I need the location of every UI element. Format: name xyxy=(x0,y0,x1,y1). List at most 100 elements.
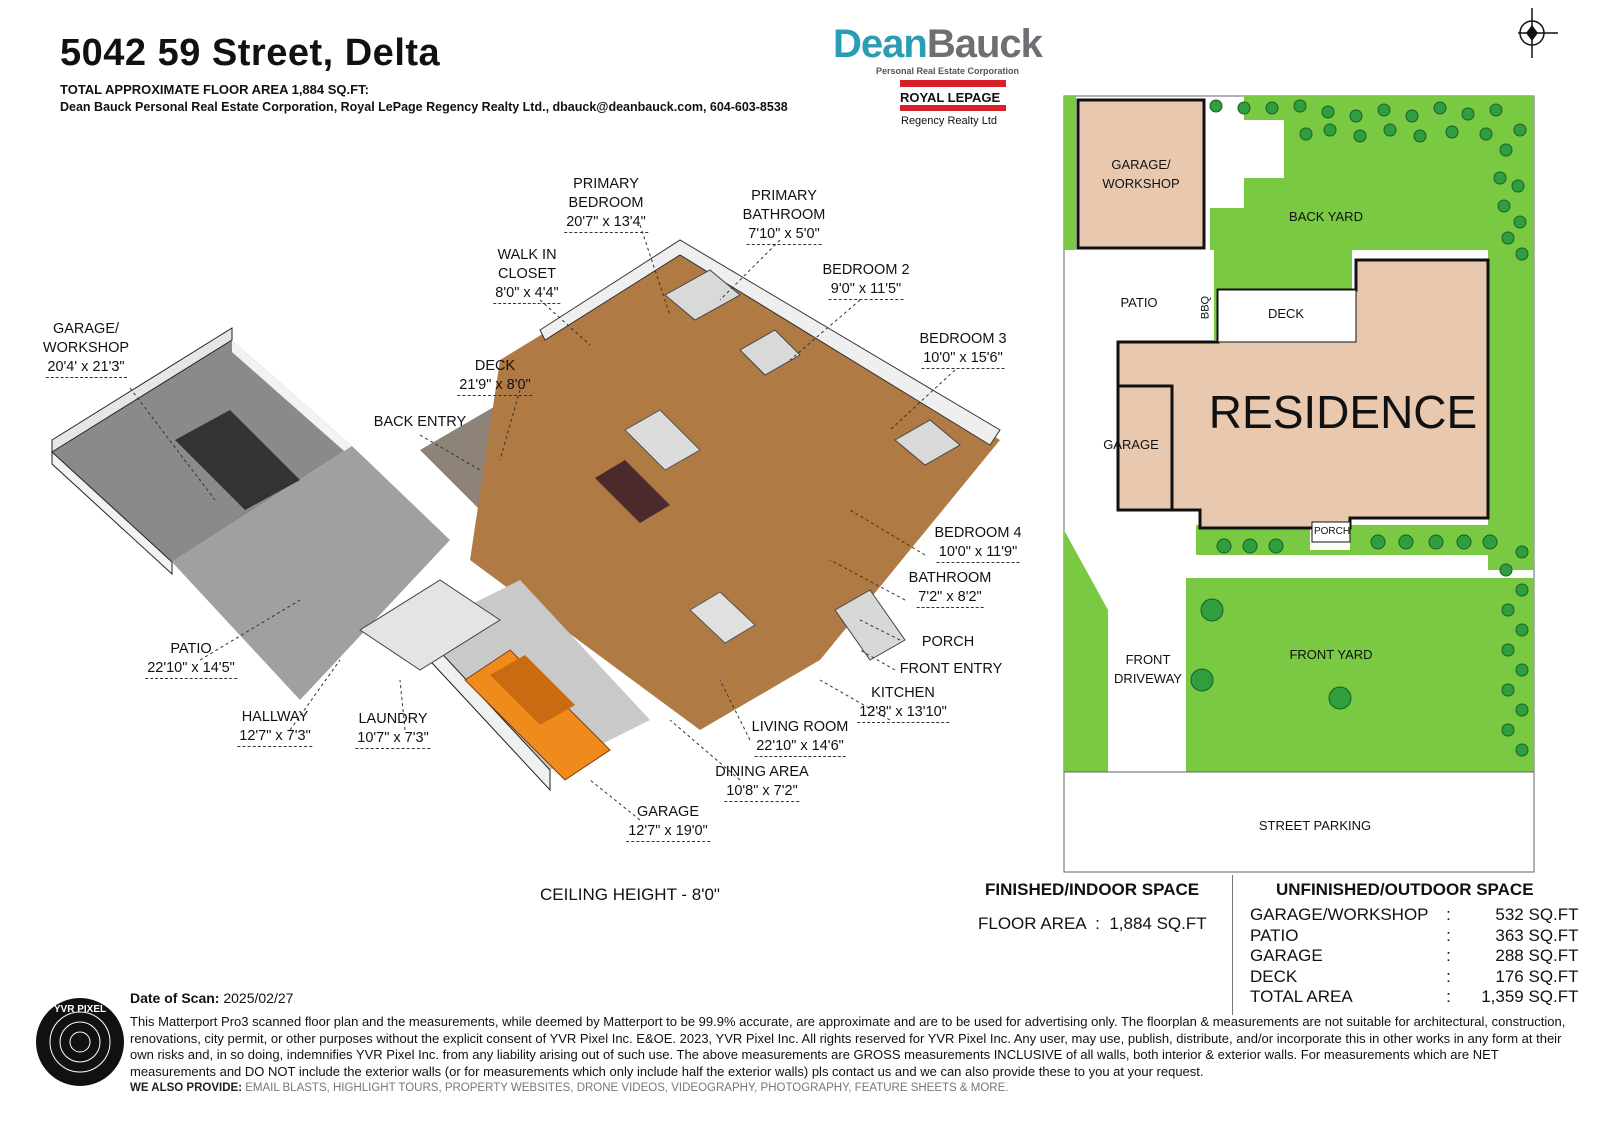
finished-floor-area: FLOOR AREA : 1,884 SQ.FT xyxy=(978,914,1207,933)
site-label-street-parking: STREET PARKING xyxy=(1258,818,1372,833)
site-garage-workshop xyxy=(1076,98,1206,250)
dean-bauck-logo: DeanBauck xyxy=(833,22,1043,67)
primary-bedroom-bed xyxy=(664,269,741,321)
dining-table xyxy=(595,460,670,523)
site-label-porch: PORCH xyxy=(1313,526,1351,537)
room-dim: 22'10" x 14'6" xyxy=(754,737,846,757)
room-dim: 21'9" x 8'0" xyxy=(457,376,533,396)
regency-realty-text: Regency Realty Ltd xyxy=(901,115,997,127)
room-name: GARAGE/ WORKSHOP xyxy=(42,321,130,356)
room-dim: 10'0" x 15'6" xyxy=(921,349,1005,369)
room-label-deck: DECK 21'9" x 8'0" xyxy=(457,357,533,396)
room-label-front-entry: FRONT ENTRY xyxy=(900,660,1003,679)
room-dim: 9'0" x 11'5" xyxy=(828,280,904,300)
room-dim: 22'10" x 14'5" xyxy=(145,659,237,679)
room-name: BEDROOM 4 xyxy=(934,525,1022,541)
site-label-text: FRONT DRIVEWAY xyxy=(1114,652,1182,686)
room-name: BATHROOM xyxy=(908,570,992,586)
area-value: 1,359 SQ.FT xyxy=(1481,987,1579,1006)
area-label: GARAGE/WORKSHOP xyxy=(1250,905,1429,924)
also-provide: WE ALSO PROVIDE: EMAIL BLASTS, HIGHLIGHT… xyxy=(130,1082,1008,1094)
logo-bauck-text: Bauck xyxy=(926,22,1043,66)
room-dim: 7'10" x 5'0" xyxy=(746,225,822,245)
disclaimer: This Matterport Pro3 scanned floor plan … xyxy=(130,1014,1566,1079)
also-provide-text: EMAIL BLASTS, HIGHLIGHT TOURS, PROPERTY … xyxy=(245,1082,1009,1094)
bedroom-2-bed xyxy=(739,329,801,376)
room-name: DECK xyxy=(474,358,516,374)
room-label-back-entry: BACK ENTRY xyxy=(374,413,466,432)
floor-plan-3d xyxy=(51,224,1001,821)
room-dim: 12'7" x 7'3" xyxy=(237,727,313,747)
floor-area-label: FLOOR AREA xyxy=(978,914,1086,933)
room-name: PRIMARY BEDROOM xyxy=(568,176,644,211)
bedroom-3-bed xyxy=(894,419,961,466)
table-row: DECK:176 SQ.FT xyxy=(1250,966,1579,986)
finished-space-heading: FINISHED/INDOOR SPACE xyxy=(985,880,1200,899)
porch-steps xyxy=(834,589,906,661)
room-label-bedroom-3: BEDROOM 3 10'0" x 15'6" xyxy=(919,330,1007,369)
logo-subtitle: Personal Real Estate Corporation xyxy=(876,66,1020,76)
room-dim: 10'0" x 11'9" xyxy=(936,543,1020,563)
area-label: TOTAL AREA xyxy=(1250,987,1353,1006)
site-label-back-yard: BACK YARD xyxy=(1289,209,1363,224)
workshop-vehicle xyxy=(175,410,300,510)
table-row: GARAGE/WORKSHOP:532 SQ.FT xyxy=(1250,905,1579,924)
room-name: DINING AREA xyxy=(715,764,809,780)
royal-lepage-logo: ROYAL LEPAGE xyxy=(900,90,1001,105)
front-yard-grass xyxy=(1186,578,1534,772)
site-label-residence: RESIDENCE xyxy=(1208,386,1478,438)
site-label-patio: PATIO xyxy=(1120,295,1158,310)
kitchen-counter xyxy=(624,409,701,471)
yvr-pixel-logo: YVR PIXEL xyxy=(36,998,124,1086)
site-garage xyxy=(1116,384,1174,512)
table-row: PATIO:363 SQ.FT xyxy=(1250,925,1579,945)
rlp-red-bar-top xyxy=(900,80,1006,87)
room-name: GARAGE xyxy=(636,804,700,820)
room-dim: 8'0" x 4'4" xyxy=(493,284,561,304)
site-label-bbq: BBQ xyxy=(1199,295,1212,320)
area-divider xyxy=(1232,875,1233,1015)
floor-area-value: 1,884 SQ.FT xyxy=(1109,914,1207,933)
room-label-bathroom: BATHROOM 7'2" x 8'2" xyxy=(908,569,992,608)
room-name: BEDROOM 3 xyxy=(919,331,1007,347)
room-dim: 20'4' x 21'3" xyxy=(45,358,127,378)
room-dim: 10'8" x 7'2" xyxy=(724,782,800,802)
sofa xyxy=(689,591,756,644)
site-label-garage-workshop: GARAGE/ WORKSHOP xyxy=(1102,155,1179,193)
area-value: 288 SQ.FT xyxy=(1495,946,1579,965)
site-label-front-driveway: FRONT DRIVEWAY xyxy=(1114,650,1182,688)
contact-line: Dean Bauck Personal Real Estate Corporat… xyxy=(60,100,788,114)
ceiling-height: CEILING HEIGHT - 8'0" xyxy=(540,885,720,904)
unfinished-area-table: GARAGE/WORKSHOP:532 SQ.FT PATIO:363 SQ.F… xyxy=(1250,905,1579,1008)
scan-date: Date of Scan: 2025/02/27 xyxy=(130,990,293,1006)
room-name: LIVING ROOM xyxy=(751,719,849,735)
room-label-patio: PATIO 22'10" x 14'5" xyxy=(145,640,237,679)
room-name: PATIO xyxy=(170,641,212,657)
total-area-subtitle: TOTAL APPROXIMATE FLOOR AREA 1,884 SQ.FT… xyxy=(60,82,369,97)
driveway-grass-strip xyxy=(1064,530,1108,772)
room-name: PRIMARY BATHROOM xyxy=(742,188,826,223)
site-label-front-yard: FRONT YARD xyxy=(1289,647,1373,662)
site-deck xyxy=(1217,289,1357,343)
page-title: 5042 59 Street, Delta xyxy=(60,32,441,74)
room-label-hallway: HALLWAY 12'7" x 7'3" xyxy=(237,708,313,747)
room-label-dining-area: DINING AREA 10'8" x 7'2" xyxy=(715,763,809,802)
room-dim: 10'7" x 7'3" xyxy=(355,729,431,749)
table-row: TOTAL AREA:1,359 SQ.FT xyxy=(1250,987,1579,1006)
area-label: PATIO xyxy=(1250,925,1299,945)
room-name: WALK IN CLOSET xyxy=(497,247,557,282)
room-dim: 7'2" x 8'2" xyxy=(916,588,984,608)
room-dim: 12'7" x 19'0" xyxy=(626,822,710,842)
site-label-deck: DECK xyxy=(1267,306,1305,321)
room-name: FRONT ENTRY xyxy=(899,661,1003,677)
room-name: BEDROOM 2 xyxy=(822,262,910,278)
area-label: GARAGE xyxy=(1250,946,1323,965)
room-label-garage: GARAGE 12'7" x 19'0" xyxy=(626,803,710,842)
room-name: HALLWAY xyxy=(241,709,309,725)
rlp-red-bar-bottom xyxy=(900,105,1006,111)
